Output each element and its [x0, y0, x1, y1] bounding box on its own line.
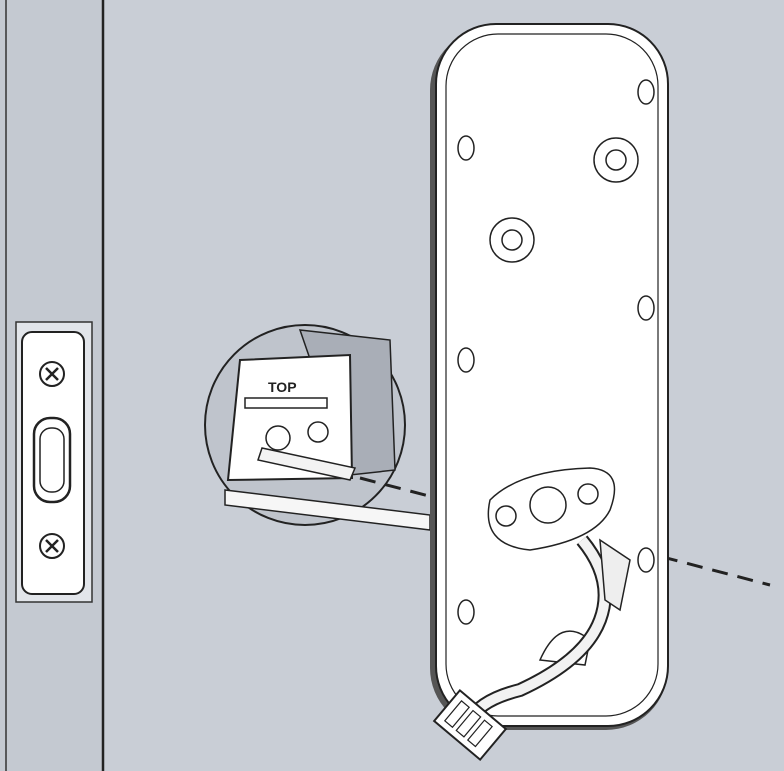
connector-plug — [432, 688, 508, 762]
wire-harness — [432, 535, 631, 762]
bolt-hole — [32, 416, 72, 504]
screw-icon — [39, 533, 65, 559]
tailpiece — [257, 447, 357, 481]
mounting-plate — [430, 23, 669, 730]
screw-icon — [39, 361, 65, 387]
top-label: TOP — [268, 379, 297, 395]
strike-plate — [15, 321, 93, 603]
door-bore-cutaway: TOP — [204, 324, 431, 531]
